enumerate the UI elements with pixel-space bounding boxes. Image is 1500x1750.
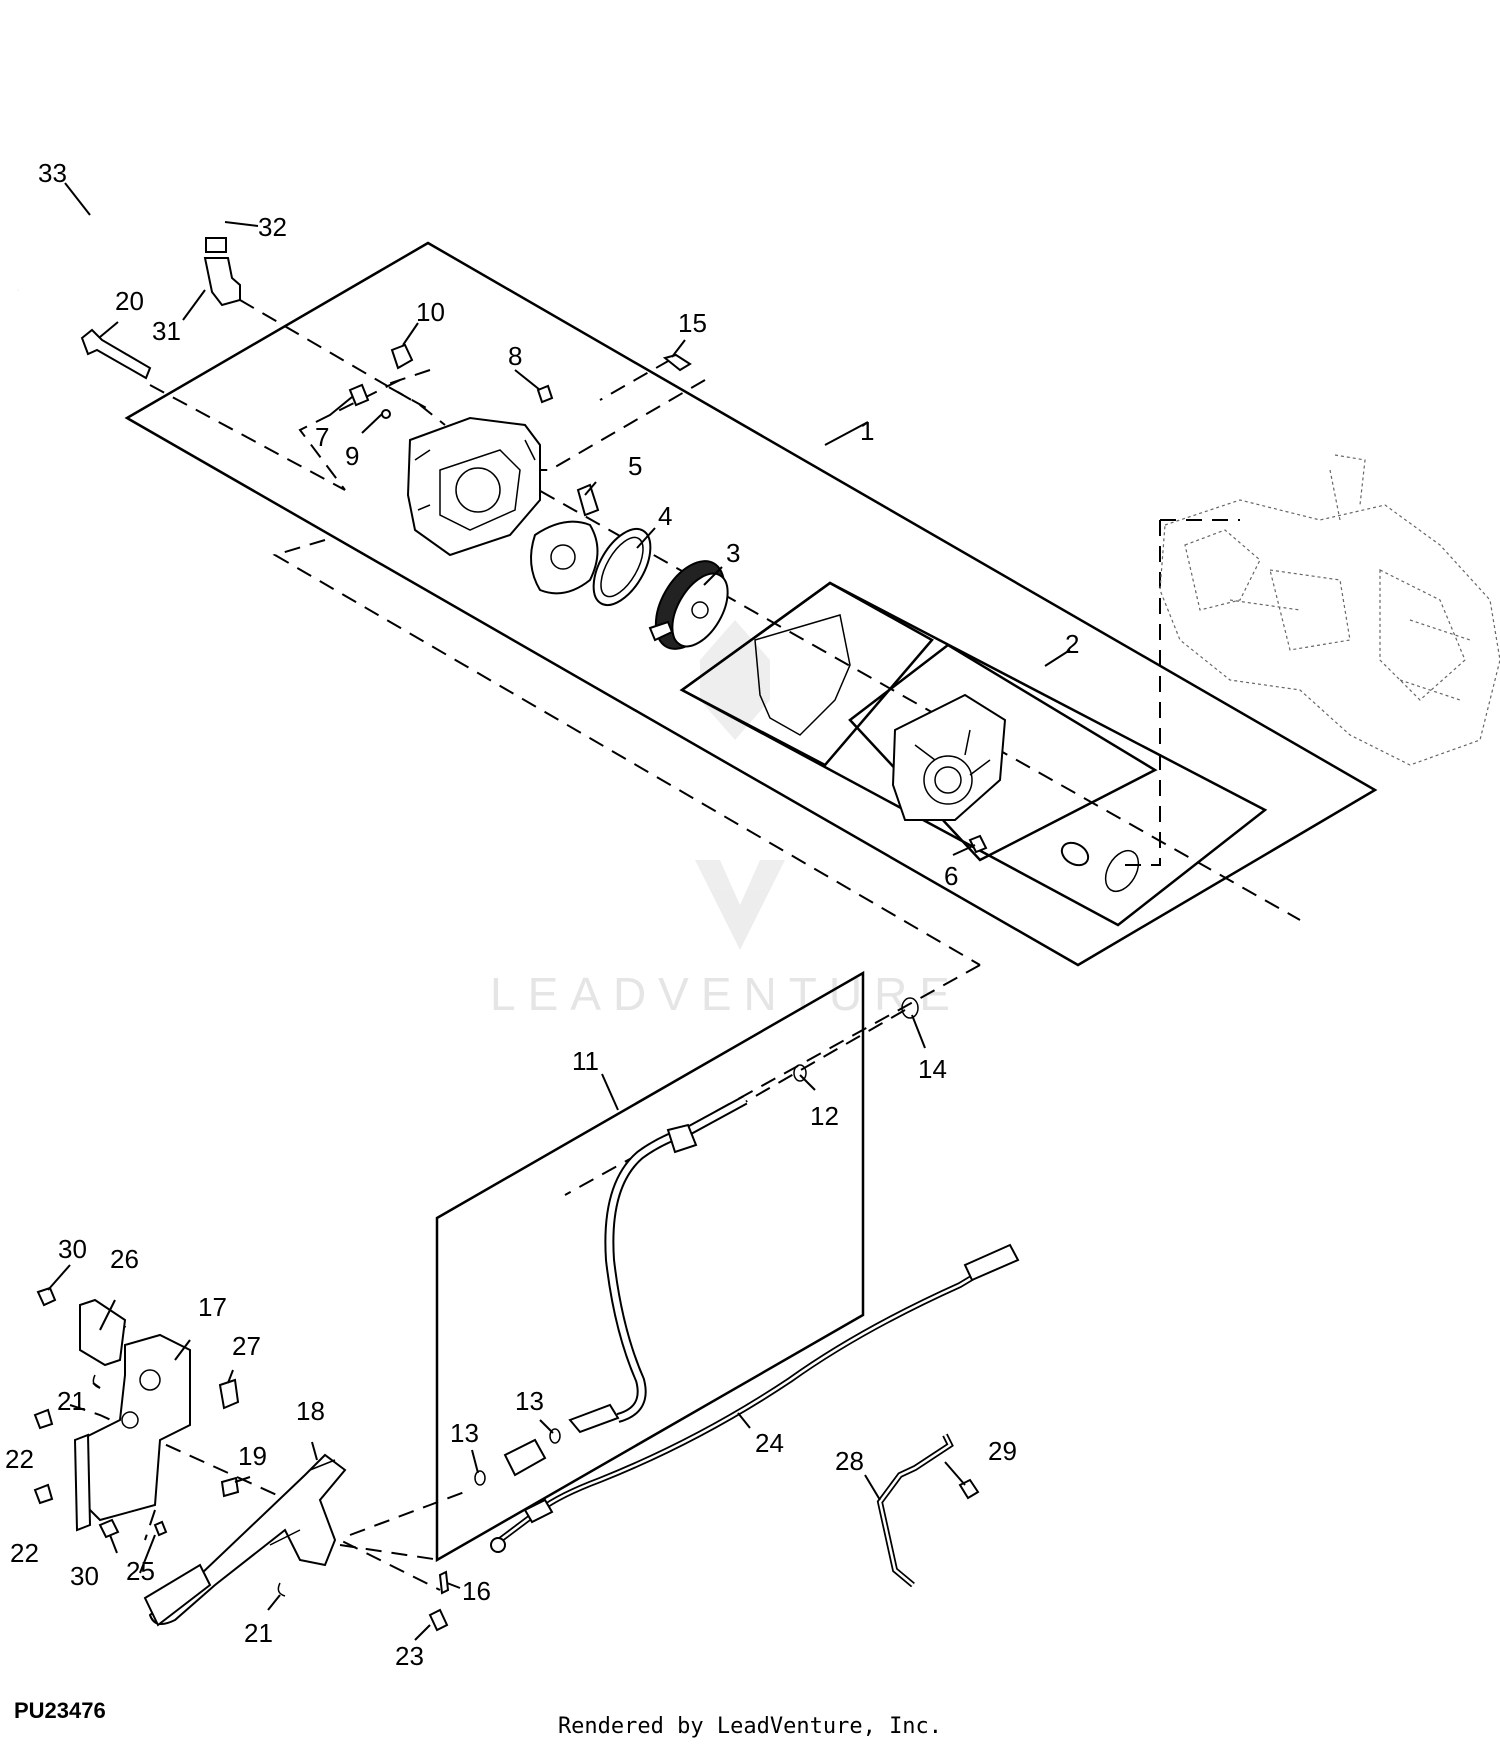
part-10-plug: [390, 343, 414, 370]
callout-23: 23: [395, 1641, 424, 1671]
part-8-plug: [536, 384, 554, 404]
watermark: LEADVENTURE: [490, 620, 962, 1020]
callout-32: 32: [258, 212, 287, 242]
part-18-handle: [143, 1453, 347, 1627]
part-32-clamp: [205, 237, 227, 253]
part-5-plate: [530, 483, 600, 595]
callout-6: 6: [944, 861, 958, 891]
callout-29: 29: [988, 1436, 1017, 1466]
part-20-bolt: [80, 328, 152, 380]
leader-lines: [47, 182, 1071, 1641]
figure-id: PU23476: [14, 1698, 106, 1723]
callout-3: 3: [726, 538, 740, 568]
part-23-pin: [428, 1608, 449, 1632]
callout-20: 20: [115, 286, 144, 316]
part-12-ring: [793, 1064, 807, 1082]
frame-gasket: [679, 581, 934, 767]
part-30a-bolt: [36, 1286, 57, 1307]
part-9-washer: [381, 409, 391, 419]
callout-12: 12: [810, 1101, 839, 1131]
part-7-plug: [348, 383, 370, 407]
callout-27: 27: [232, 1331, 261, 1361]
callout-13-left: 13: [450, 1418, 479, 1448]
part-housing: [406, 416, 541, 557]
part-6-screw: [968, 834, 988, 854]
callout-22-top: 22: [5, 1444, 34, 1474]
callout-21-top: 21: [57, 1386, 86, 1416]
callout-17: 17: [198, 1292, 227, 1322]
callout-19: 19: [238, 1441, 267, 1471]
frame-assembly-1: [124, 241, 1378, 967]
left-fasteners: [33, 1286, 450, 1632]
callout-8: 8: [508, 341, 522, 371]
part-16-spring: [438, 1570, 450, 1595]
part-28-rod: [876, 1433, 954, 1588]
callout-11: 11: [572, 1046, 599, 1076]
small-fasteners: [348, 343, 692, 419]
callout-25: 25: [126, 1556, 155, 1586]
part-27-clip: [218, 1378, 240, 1410]
callout-26: 26: [110, 1244, 139, 1274]
projection-lines: [69, 299, 1301, 1591]
callout-16: 16: [462, 1576, 491, 1606]
callout-14: 14: [918, 1054, 947, 1084]
part-33-hose: [14, 148, 220, 294]
part-30b-bolt: [98, 1518, 120, 1539]
part-14-ring: [901, 997, 919, 1019]
render-credit: Rendered by LeadVenture, Inc.: [557, 1714, 943, 1739]
callout-4: 4: [658, 501, 672, 531]
part-13b-ring: [549, 1428, 561, 1444]
callout-31: 31: [152, 316, 181, 346]
callout-10: 10: [416, 297, 445, 327]
part-seal-ring: [1060, 841, 1140, 893]
callout-9: 9: [345, 441, 359, 471]
small-rings: [474, 997, 919, 1486]
callout-30-bottom: 30: [70, 1561, 99, 1591]
part-26-plate: [79, 1298, 127, 1367]
part-25-pin: [153, 1520, 168, 1537]
part-19-pin: [220, 1476, 240, 1498]
callout-28: 28: [835, 1446, 864, 1476]
part-15-screw: [662, 353, 692, 372]
part-4-ring: [592, 528, 652, 606]
part-11-cable: [503, 1095, 748, 1477]
callout-30-top: 30: [58, 1234, 87, 1264]
part-21b-clip: [277, 1582, 286, 1597]
callout-33: 33: [38, 158, 67, 188]
callout-15: 15: [678, 308, 707, 338]
callout-18: 18: [296, 1396, 325, 1426]
callout-1: 1: [860, 416, 874, 446]
part-22a-nut: [33, 1408, 54, 1430]
frame-cable-11: [435, 970, 865, 1563]
callout-21-bottom: 21: [244, 1618, 273, 1648]
callout-2: 2: [1065, 629, 1079, 659]
callout-7: 7: [315, 422, 329, 452]
part-13a-ring: [474, 1470, 486, 1486]
part-22b-nut: [33, 1483, 54, 1505]
callout-24: 24: [755, 1428, 784, 1458]
watermark-text: LEADVENTURE: [490, 968, 962, 1020]
part-24-cable: [490, 1243, 1020, 1553]
callouts: 33 32 31 20 10 8 15 1 7 9 5 4 3 2 6 11 1…: [5, 158, 1079, 1671]
part-17-bracket: [73, 1333, 191, 1532]
callout-13-right: 13: [515, 1386, 544, 1416]
callout-5: 5: [628, 451, 642, 481]
part-31-fitting: [203, 257, 241, 307]
callout-22-bottom: 22: [10, 1538, 39, 1568]
part-gasket: [754, 614, 851, 736]
part-cover: [891, 693, 1007, 821]
transmission-ghost: [1159, 454, 1500, 766]
